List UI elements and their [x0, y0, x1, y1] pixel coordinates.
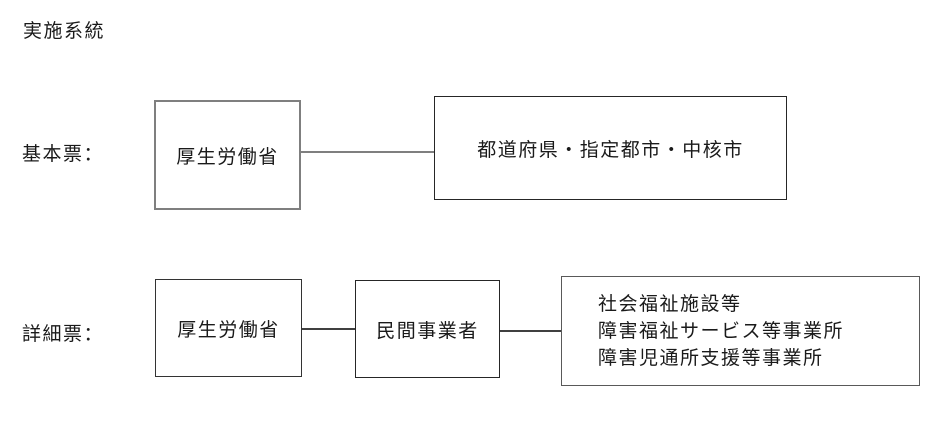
facilities-line-3: 障害児通所支援等事業所: [598, 346, 824, 369]
facilities-line-1: 社会福祉施設等: [598, 292, 742, 315]
connector-mhlw-private-operators: [302, 328, 355, 330]
row-label-basic-form: 基本票：: [22, 143, 105, 165]
connector-private-operators-facilities: [500, 330, 561, 332]
facilities-line-2: 障害福祉サービス等事業所: [598, 319, 845, 342]
box-mhlw-basic: 厚生労働省: [154, 100, 301, 210]
row-label-detail-form: 詳細票：: [22, 323, 105, 345]
box-mhlw-basic-label: 厚生労働省: [176, 145, 279, 168]
box-prefectures-cities: 都道府県・指定都市・中核市: [434, 96, 787, 200]
box-welfare-facilities: 社会福祉施設等 障害福祉サービス等事業所 障害児通所支援等事業所: [561, 276, 920, 386]
box-private-operators: 民間事業者: [355, 280, 500, 378]
diagram-title: 実施系統: [23, 20, 106, 42]
box-private-operators-label: 民間事業者: [376, 319, 479, 342]
connector-mhlw-prefectures: [301, 151, 434, 153]
box-mhlw-detail-label: 厚生労働省: [177, 318, 280, 341]
box-mhlw-detail: 厚生労働省: [155, 279, 302, 377]
box-prefectures-cities-label: 都道府県・指定都市・中核市: [477, 138, 744, 161]
